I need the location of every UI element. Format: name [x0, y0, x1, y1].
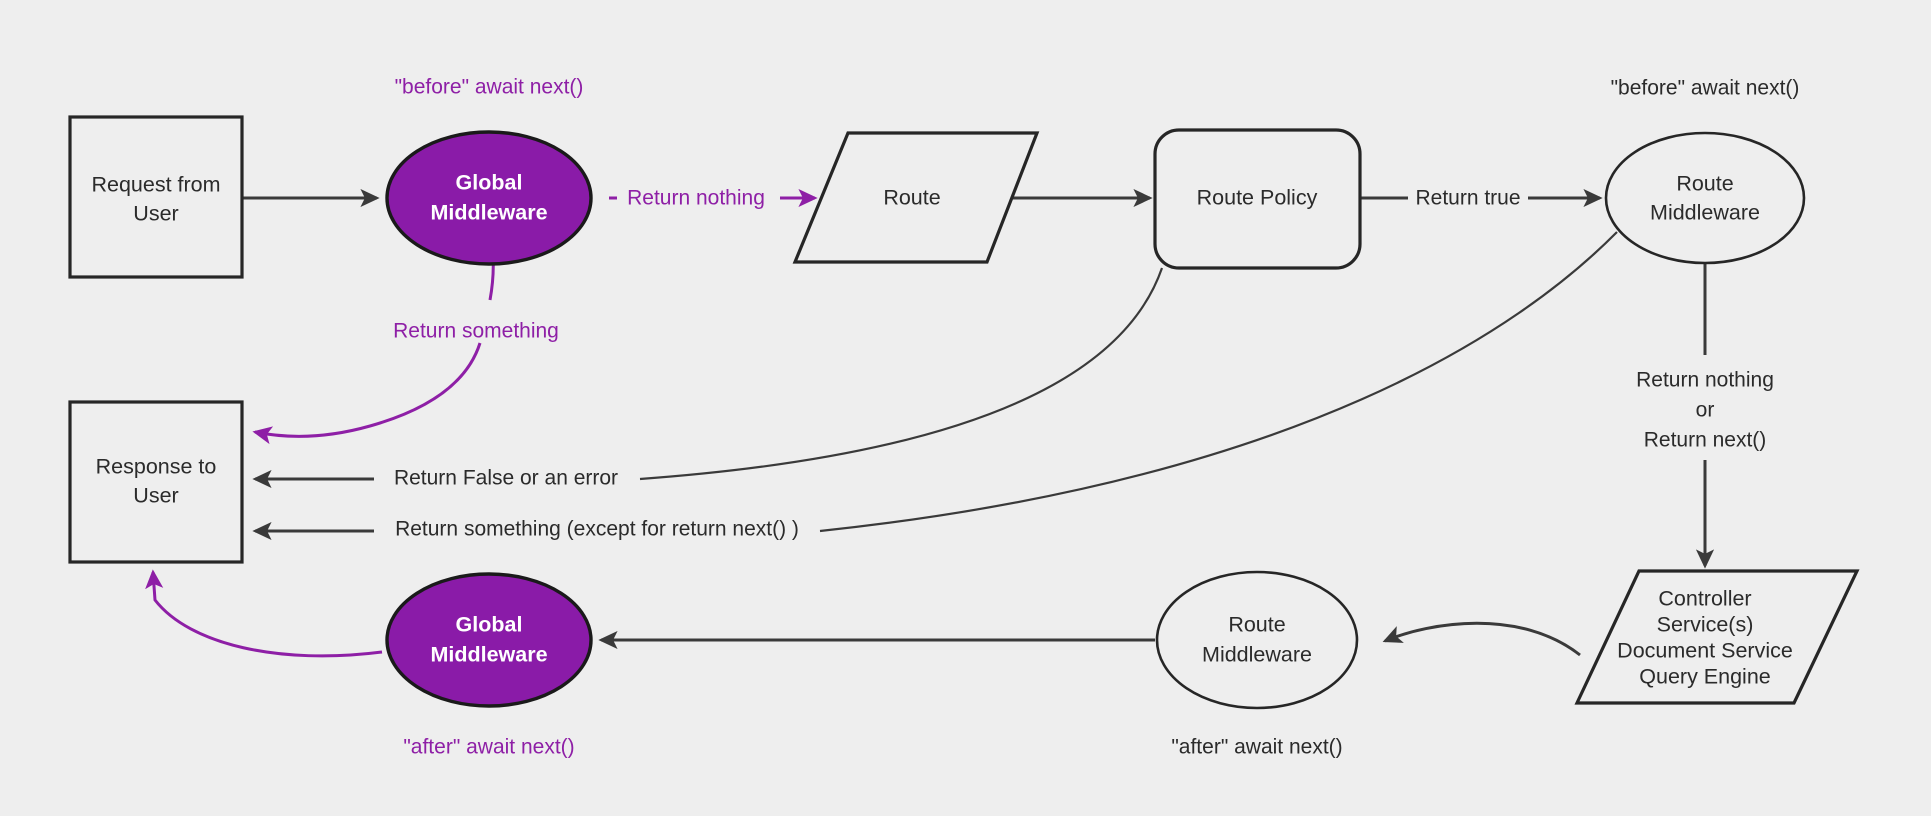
node-global-middleware-top[interactable] [385, 130, 593, 266]
edge-route-middleware-to-response [819, 231, 1618, 533]
node-global-middleware-top-label-line2: Middleware [430, 201, 547, 225]
edge-label-return-false-or-error: Return False or an error [394, 467, 618, 490]
annotation-after-await-next-global: "after" await next() [403, 736, 574, 759]
edge-label-return-something-except: Return something (except for return next… [395, 518, 799, 541]
node-controller-label-line4: Query Engine [1639, 665, 1770, 689]
edge-label-return-true: Return true [1415, 187, 1520, 210]
node-route-middleware-top-label-line1: Route [1676, 172, 1733, 196]
node-controller-label-line1: Controller [1658, 587, 1751, 611]
annotation-before-await-next-global: "before" await next() [395, 76, 584, 99]
node-route-middleware-bottom-label-line2: Middleware [1202, 643, 1312, 667]
node-route-policy[interactable] [1153, 128, 1362, 270]
node-controller-label-line2: Service(s) [1657, 613, 1754, 637]
edge-label-return-something: Return something [393, 320, 559, 343]
node-route[interactable] [792, 131, 1040, 264]
node-controller-services[interactable] [1574, 569, 1860, 705]
edge-global-middleware-to-response-lower [252, 342, 482, 445]
edge-controller-to-route-middleware-bottom [1382, 621, 1581, 657]
edge-route-policy-to-response [639, 267, 1164, 481]
node-response-to-user[interactable] [68, 400, 244, 564]
node-route-policy-label: Route Policy [1197, 186, 1318, 210]
node-global-middleware-bottom-label-line2: Middleware [430, 643, 547, 667]
node-route-middleware-bottom[interactable] [1155, 570, 1359, 710]
node-response-label-line1: Response to [96, 455, 217, 479]
node-global-middleware-bottom-label-line1: Global [456, 613, 523, 637]
edge-global-middleware-bottom-to-response [145, 569, 383, 658]
node-global-middleware-bottom[interactable] [385, 572, 593, 708]
node-request-from-user[interactable] [68, 115, 244, 279]
node-route-middleware-top[interactable] [1604, 131, 1806, 265]
node-route-middleware-top-label-line2: Middleware [1650, 201, 1760, 225]
node-request-label-line1: Request from [91, 173, 220, 197]
node-route-middleware-bottom-label-line1: Route [1228, 613, 1285, 637]
edge-label-return-nothing-or-line2: or [1696, 399, 1715, 422]
node-route-label: Route [883, 186, 940, 210]
node-controller-label-line3: Document Service [1617, 639, 1793, 663]
node-global-middleware-top-label-line1: Global [456, 171, 523, 195]
edge-label-return-nothing: Return nothing [627, 187, 765, 210]
node-response-label-line2: User [133, 484, 178, 508]
annotation-before-await-next-route: "before" await next() [1611, 77, 1800, 100]
node-request-label-line2: User [133, 202, 178, 226]
edge-label-return-nothing-or-line1: Return nothing [1636, 369, 1774, 392]
annotation-after-await-next-route: "after" await next() [1171, 736, 1342, 759]
edge-label-return-nothing-or-line3: Return next() [1644, 429, 1767, 452]
